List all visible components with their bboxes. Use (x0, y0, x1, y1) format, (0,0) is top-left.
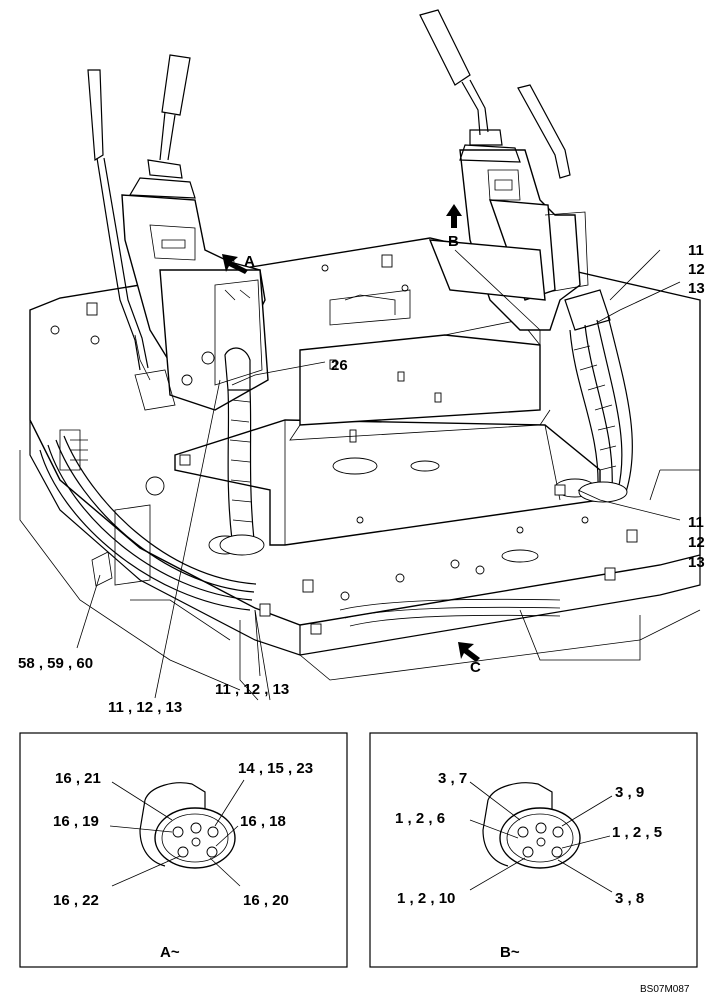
leader-lines (76, 249, 681, 699)
callout-left-center: 11 , 12 , 13 (108, 699, 182, 716)
detail-b-label-6: 3 , 8 (615, 890, 644, 907)
callout-26: 26 (331, 357, 348, 374)
lower-structure (239, 469, 701, 701)
view-arrow-a-label: A (244, 253, 255, 270)
detail-a-valve (139, 782, 236, 869)
view-arrow-b-label: B (448, 233, 459, 250)
left-harness (39, 429, 257, 641)
detail-b-label-5: 1 , 2 , 10 (397, 890, 455, 907)
detail-b-label-2: 3 , 9 (615, 784, 644, 801)
right-control-stand (428, 149, 589, 345)
detail-b-panel: 3 , 7 3 , 9 1 , 2 , 6 1 , 2 , 5 1 , 2 , … (369, 732, 698, 968)
callout-center-bottom: 11 , 12 , 13 (215, 681, 289, 698)
right-hoses (564, 289, 634, 503)
detail-a-label-4: 16 , 18 (240, 813, 286, 830)
view-arrow-c: C (458, 642, 481, 676)
callout-right-top-2: 12 (688, 261, 705, 278)
detail-a-panel: 16 , 21 14 , 15 , 23 16 , 19 16 , 18 16 … (19, 732, 348, 968)
detail-a-label-3: 16 , 19 (53, 813, 99, 830)
detail-b-valve (482, 782, 581, 869)
left-hose (219, 347, 265, 556)
detail-b-caption: B~ (500, 944, 520, 961)
right-levers (419, 9, 571, 179)
detail-b-label-4: 1 , 2 , 5 (612, 824, 662, 841)
view-arrow-b: B (446, 204, 462, 250)
callout-right-mid-1: 11 (688, 514, 704, 531)
callout-right-top-3: 13 (688, 280, 705, 297)
callout-right-top-1: 11 (688, 242, 704, 259)
detail-a-label-6: 16 , 20 (243, 892, 289, 909)
detail-a-label-2: 14 , 15 , 23 (238, 760, 313, 777)
center-console-box (289, 289, 551, 441)
callout-right-mid-2: 12 (688, 534, 705, 551)
detail-a-label-5: 16 , 22 (53, 892, 99, 909)
left-control-stand (121, 194, 269, 411)
callout-right-mid-3: 13 (688, 554, 705, 571)
callout-left-bottom: 58 , 59 , 60 (18, 655, 93, 672)
detail-b-label-1: 3 , 7 (438, 770, 467, 787)
detail-a-label-1: 16 , 21 (55, 770, 101, 787)
detail-b-label-3: 1 , 2 , 6 (395, 810, 445, 827)
detail-a-caption: A~ (160, 944, 180, 961)
view-arrow-a: A (222, 253, 255, 274)
view-arrow-c-label: C (470, 659, 481, 676)
drawing-id: BS07M087 (640, 984, 690, 995)
left-levers (87, 54, 196, 371)
callouts: 26 11 12 13 11 12 13 58 , 59 , 60 11 , 1… (18, 242, 705, 716)
